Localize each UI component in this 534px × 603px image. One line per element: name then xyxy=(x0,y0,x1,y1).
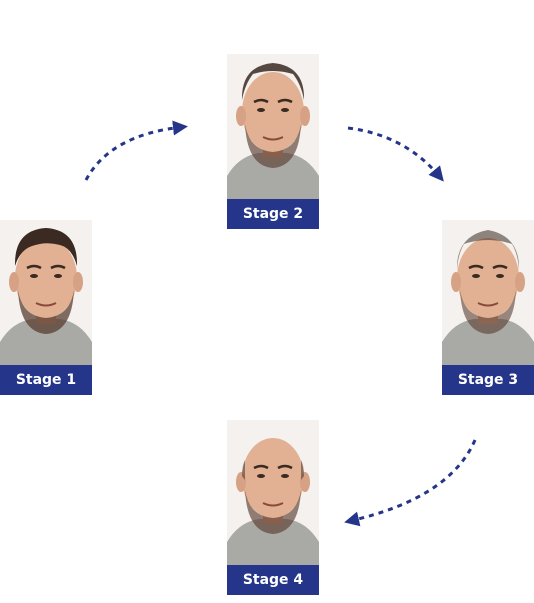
stage-3-card: Stage 3 xyxy=(442,220,534,395)
stage-1-card: Stage 1 xyxy=(0,220,92,395)
arrow-stage3-to-stage4 xyxy=(344,439,477,527)
stage-3-portrait-image xyxy=(442,220,534,365)
stage-4-portrait-image xyxy=(227,420,319,565)
stage-4-card: Stage 4 xyxy=(227,420,319,595)
stage-2-label: Stage 2 xyxy=(227,199,319,229)
stage-2-portrait-image xyxy=(227,54,319,199)
stage-1-label: Stage 1 xyxy=(0,365,92,395)
stage-1-portrait-image xyxy=(0,220,92,365)
stage-4-label: Stage 4 xyxy=(227,565,319,595)
stage-3-label: Stage 3 xyxy=(442,365,534,395)
arrow-stage2-to-stage3 xyxy=(347,126,444,182)
stage-2-card: Stage 2 xyxy=(227,54,319,229)
arrow-stage1-to-stage2 xyxy=(84,120,188,181)
